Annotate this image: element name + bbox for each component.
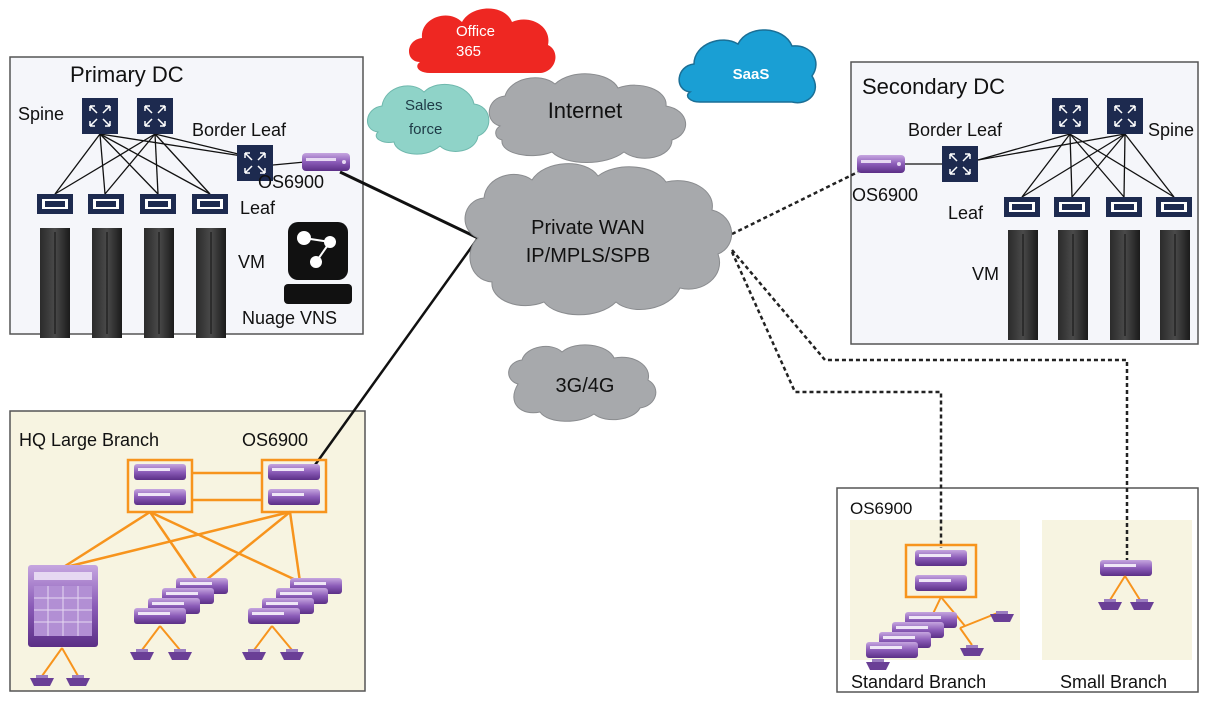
primary-vm-label: VM — [238, 252, 265, 272]
hq-wan-link — [313, 237, 480, 466]
secondary-spine-switch-1 — [1051, 97, 1089, 135]
hq-core-switch-1b — [134, 489, 186, 505]
small-branch-ap-links — [1109, 575, 1141, 601]
saas-label: SaaS — [733, 66, 770, 83]
primary-leaf-switch-3 — [140, 194, 176, 214]
primary-server-rack-1 — [39, 227, 71, 339]
primary-server-rack-4 — [195, 227, 227, 339]
primary-spine-switch-1 — [81, 97, 119, 135]
standard-branch-label: Standard Branch — [851, 672, 986, 692]
secondary-os6900-label: OS6900 — [852, 185, 918, 205]
office365-label-line1: Office — [456, 23, 495, 40]
secondary-os6900-switch — [857, 155, 905, 173]
hq-stack2-ap-links — [253, 625, 293, 651]
private-wan-label-line2: IP/MPLS/SPB — [526, 245, 651, 267]
salesforce-label-line2: force — [409, 121, 442, 138]
branch-os6900-label: OS6900 — [850, 499, 912, 518]
primary-server-rack-2 — [91, 227, 123, 339]
hq-core-switch-1a — [134, 464, 186, 480]
secondary-server-rack-3 — [1109, 229, 1141, 341]
hq-core-switch-frame-2 — [260, 458, 328, 514]
nuage-vns-label: Nuage VNS — [242, 308, 337, 328]
saas-cloud: SaaS — [678, 29, 817, 104]
internet-label: Internet — [548, 98, 623, 123]
secondary-dc-fabric-links — [904, 133, 1175, 198]
primary-server-rack-3 — [143, 227, 175, 339]
internet-cloud: Internet — [488, 73, 687, 163]
hq-chassis-switch — [28, 565, 98, 647]
secondary-leaf-label: Leaf — [948, 203, 984, 223]
hq-stack1-ap-links — [141, 625, 181, 651]
primary-leaf-switch-2 — [88, 194, 124, 214]
hq-core-switch-2a — [268, 464, 320, 480]
secondary-spine-switch-2 — [1106, 97, 1144, 135]
office365-cloud: Office 365 — [408, 8, 556, 74]
hq-core-switch-2b — [268, 489, 320, 505]
cellular-label: 3G/4G — [556, 375, 615, 397]
secondary-border-leaf-switch — [941, 145, 979, 183]
secondary-spine-label: Spine — [1148, 120, 1194, 140]
primary-leaf-switch-1 — [37, 194, 73, 214]
salesforce-cloud: Sales force — [367, 83, 490, 155]
private-wan-cloud: Private WAN IP/MPLS/SPB — [464, 163, 733, 316]
primary-spine-label: Spine — [18, 104, 64, 124]
secondary-server-rack-1 — [1007, 229, 1039, 341]
primary-os6900-label: OS6900 — [258, 172, 324, 192]
hq-os6900-label: OS6900 — [242, 430, 308, 450]
primary-border-leaf-label: Border Leaf — [192, 120, 287, 140]
secondary-leaf-switch-2 — [1054, 197, 1090, 217]
small-branch-wan-link — [731, 249, 1129, 560]
primary-leaf-label: Leaf — [240, 198, 276, 218]
standard-branch-switch-b — [915, 575, 967, 591]
primary-os6900-switch — [302, 153, 350, 171]
standard-branch-switch-a — [915, 550, 967, 566]
small-branch-switch — [1100, 560, 1152, 576]
secondary-server-rack-4 — [1159, 229, 1191, 341]
hq-orange-links — [61, 471, 302, 586]
hq-branch-title: HQ Large Branch — [19, 430, 159, 450]
secondary-dc-title: Secondary DC — [862, 74, 1005, 99]
standard-branch-wan-link — [730, 251, 943, 548]
primary-spine-switch-2 — [136, 97, 174, 135]
office365-label-line2: 365 — [456, 43, 481, 60]
secondary-dc-wan-link — [731, 170, 859, 236]
secondary-border-leaf-label: Border Leaf — [908, 120, 1003, 140]
primary-dc-wan-link — [339, 170, 479, 240]
salesforce-label-line1: Sales — [405, 97, 443, 114]
cellular-cloud: 3G/4G — [508, 344, 657, 422]
secondary-leaf-switch-1 — [1004, 197, 1040, 217]
nuage-vns-icon — [284, 222, 352, 304]
secondary-leaf-switch-3 — [1106, 197, 1142, 217]
hq-core-switch-frame-1 — [126, 458, 194, 514]
small-branch-label: Small Branch — [1060, 672, 1167, 692]
secondary-vm-label: VM — [972, 264, 999, 284]
secondary-leaf-switch-4 — [1156, 197, 1192, 217]
hq-chassis-ap-links — [41, 647, 79, 677]
primary-dc-title: Primary DC — [70, 62, 184, 87]
private-wan-label-line1: Private WAN — [531, 217, 645, 239]
secondary-server-rack-2 — [1057, 229, 1089, 341]
primary-leaf-switch-4 — [192, 194, 228, 214]
